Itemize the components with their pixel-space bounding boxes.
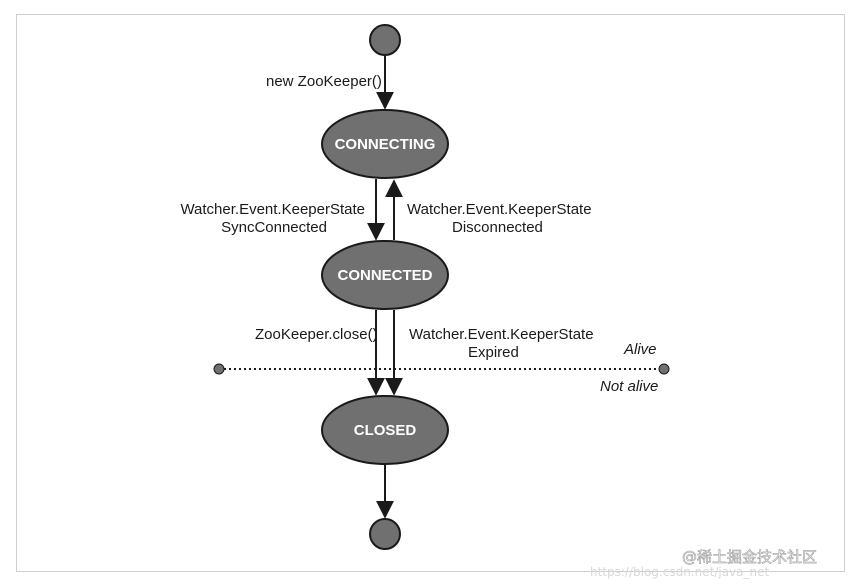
state-connected-label: CONNECTED xyxy=(337,267,432,284)
watermark-faint-url: https://blog.csdn.net/java_net xyxy=(590,565,769,579)
label-disconnected-line1: Watcher.Event.KeeperState xyxy=(407,201,592,218)
state-connecting xyxy=(321,109,449,179)
label-zookeeper-close: ZooKeeper.close() xyxy=(255,326,378,343)
divider-left-dot xyxy=(213,363,225,375)
label-disconnected-line2: Disconnected xyxy=(452,219,543,236)
label-not-alive: Not alive xyxy=(600,378,658,395)
label-expired-line2: Expired xyxy=(468,344,519,361)
label-syncconnected-line1: Watcher.Event.KeeperState xyxy=(180,201,365,218)
state-connecting-label: CONNECTING xyxy=(335,136,436,153)
figure-frame xyxy=(16,14,845,572)
label-expired-line1: Watcher.Event.KeeperState xyxy=(409,326,594,343)
state-closed xyxy=(321,395,449,465)
end-node xyxy=(369,518,401,550)
watermark-text: @稀土掘金技术社区 xyxy=(682,548,817,566)
start-node xyxy=(369,24,401,56)
state-closed-label: CLOSED xyxy=(354,422,417,439)
label-new-zookeeper: new ZooKeeper() xyxy=(266,73,382,90)
divider-right-dot xyxy=(658,363,670,375)
state-connected xyxy=(321,240,449,310)
label-alive: Alive xyxy=(623,341,657,358)
label-syncconnected-line2: SyncConnected xyxy=(221,219,327,236)
